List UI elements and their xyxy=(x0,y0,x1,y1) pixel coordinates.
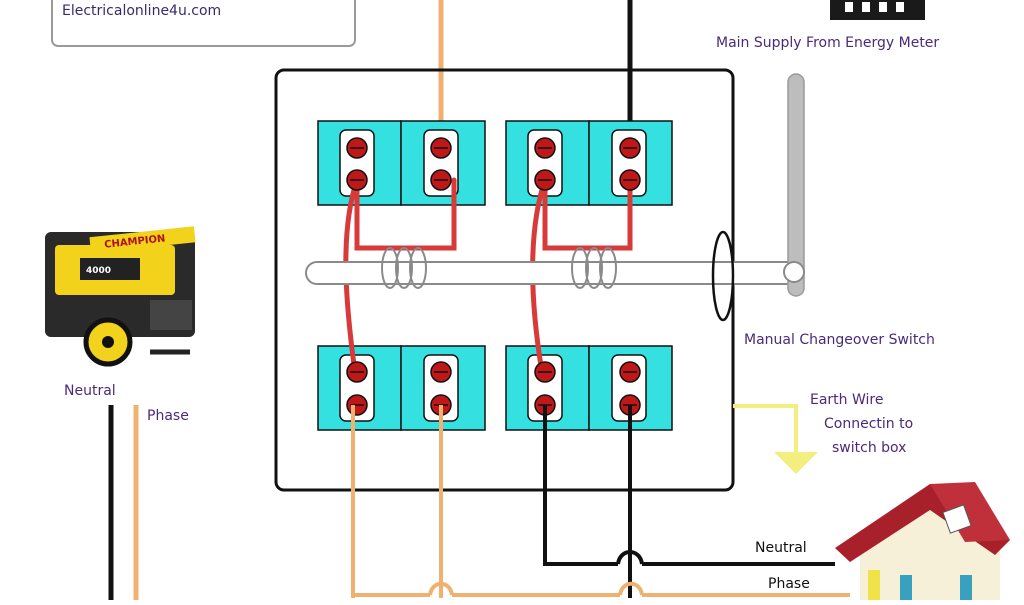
earth-wire xyxy=(733,404,818,474)
generator-neutral-label: Neutral xyxy=(64,383,116,399)
bottom-terminal-row xyxy=(317,345,673,431)
site-label-box: Electricalonline4u.com xyxy=(51,0,356,47)
energy-meter-icon xyxy=(830,0,925,20)
earth-wire-label-2: Connectin to xyxy=(824,416,913,432)
house-icon xyxy=(835,482,1010,600)
house-phase-label: Phase xyxy=(768,576,810,592)
earth-wire-label-3: switch box xyxy=(832,440,906,456)
top-terminal-row xyxy=(317,120,673,206)
generator-phase-label: Phase xyxy=(147,408,189,424)
site-label: Electricalonline4u.com xyxy=(62,3,221,19)
house-wires xyxy=(351,405,850,598)
switch-handle xyxy=(783,73,805,297)
generator-icon: CHAMPION 4000 xyxy=(45,226,196,367)
main-supply-label: Main Supply From Energy Meter xyxy=(716,35,939,51)
manual-switch-label: Manual Changeover Switch xyxy=(744,332,935,348)
generator-model: 4000 xyxy=(86,266,111,276)
changeover-shaft xyxy=(305,230,799,322)
house-neutral-label: Neutral xyxy=(755,540,807,556)
earth-wire-label-1: Earth Wire xyxy=(810,392,883,408)
